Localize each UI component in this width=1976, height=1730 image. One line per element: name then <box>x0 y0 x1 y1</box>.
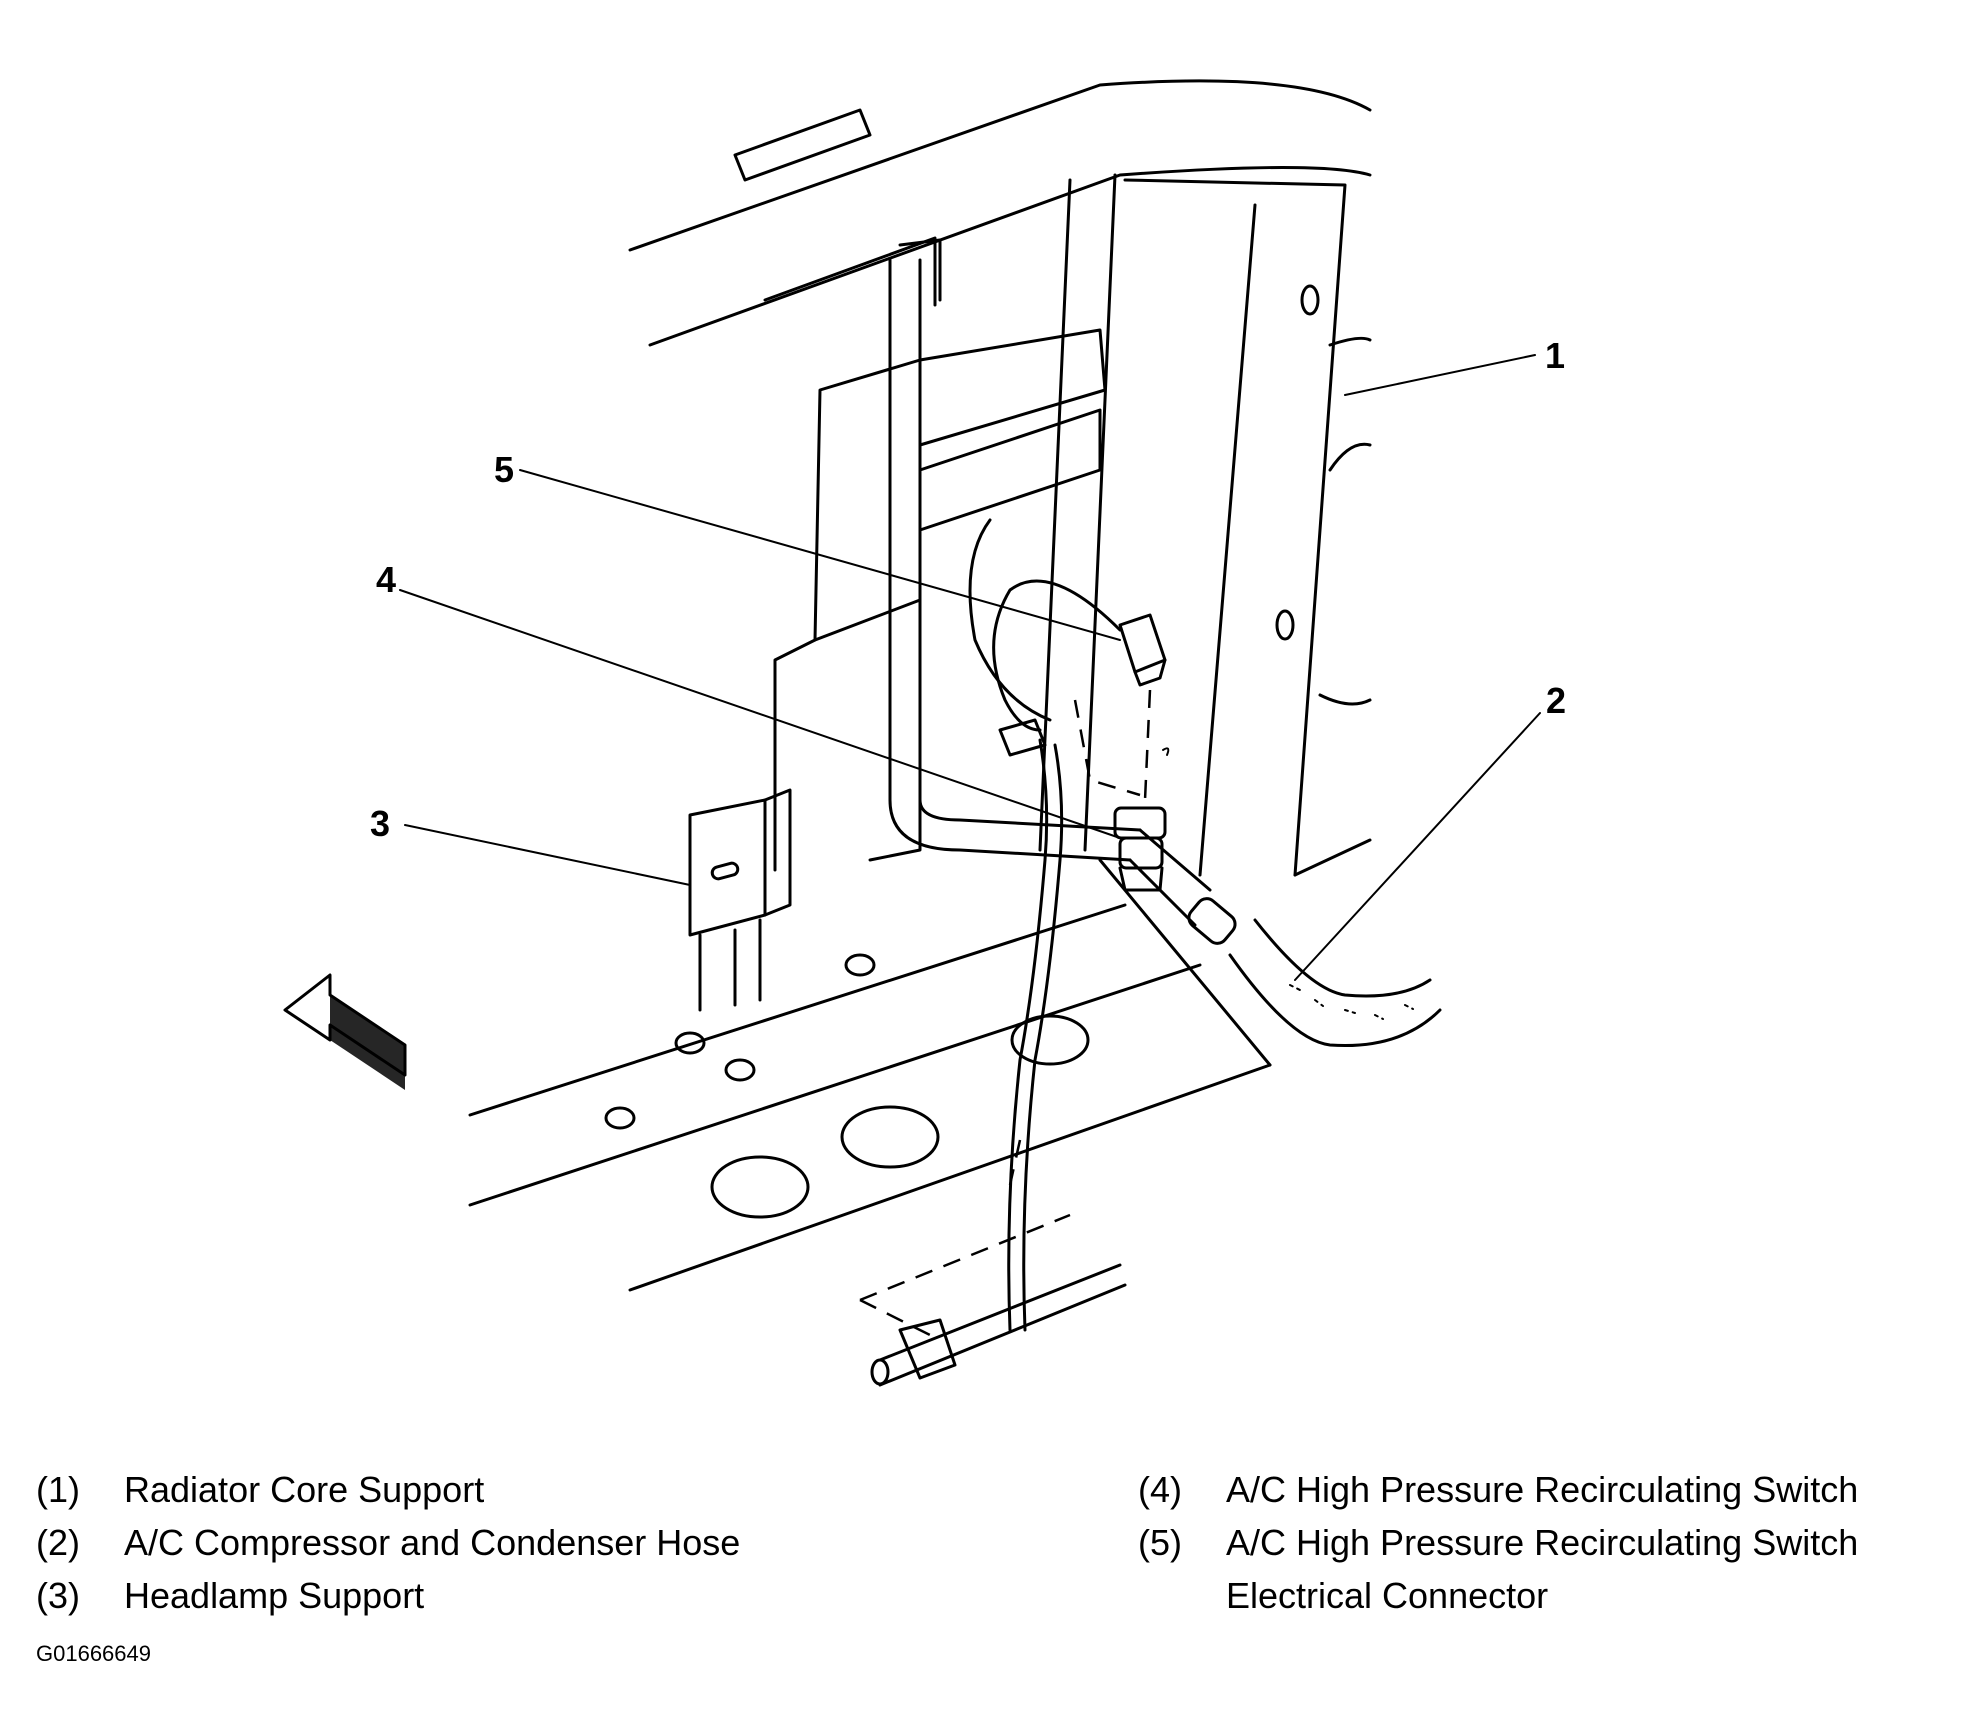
upper-panel <box>628 79 1372 347</box>
legend-item-5-continued: Electrical Connector <box>1138 1569 1858 1622</box>
legend-num: (1) <box>36 1469 80 1510</box>
legend-item-4: (4) A/C High Pressure Recirculating Swit… <box>1138 1463 1858 1516</box>
legend-text: Radiator Core Support <box>124 1469 485 1510</box>
legend-num: (4) <box>1138 1469 1182 1510</box>
legend-item-2: (2) A/C Compressor and Condenser Hose <box>36 1516 740 1569</box>
legend-item-5: (5) A/C High Pressure Recirculating Swit… <box>1138 1516 1858 1569</box>
legend-text: Electrical Connector <box>1226 1575 1549 1616</box>
radiator-core-support <box>1123 178 1372 877</box>
harness-clip <box>859 1213 1127 1387</box>
legend-item-1: (1) Radiator Core Support <box>36 1463 740 1516</box>
callout-5: 5 <box>494 449 514 490</box>
callout-3: 3 <box>370 803 390 844</box>
callout-2: 2 <box>1546 680 1566 721</box>
forward-arrow-icon <box>283 973 407 1090</box>
ac-compressor-condenser-hose <box>888 258 1442 1048</box>
legend-num: (2) <box>36 1522 80 1563</box>
callout-4: 4 <box>376 559 396 600</box>
legend-text: A/C High Pressure Recirculating Switch <box>1226 1522 1859 1563</box>
headlamp-support <box>688 788 792 1012</box>
legend-num: (5) <box>1138 1522 1182 1563</box>
legend-text: A/C Compressor and Condenser Hose <box>124 1522 741 1563</box>
lower-tie-bar <box>468 858 1272 1292</box>
callout-1: 1 <box>1545 335 1565 376</box>
fan-shroud <box>773 173 1117 872</box>
electrical-connector <box>992 579 1170 1332</box>
legend-right-column: (4) A/C High Pressure Recirculating Swit… <box>1138 1463 1858 1622</box>
figure-id: G01666649 <box>36 1641 151 1666</box>
ac-high-pressure-switch <box>1113 806 1167 892</box>
legend-text: A/C High Pressure Recirculating Switch <box>1226 1469 1859 1510</box>
legend-item-3: (3) Headlamp Support <box>36 1569 740 1622</box>
legend-text: Headlamp Support <box>124 1575 425 1616</box>
callout-leaders <box>399 354 1541 981</box>
legend-num: (3) <box>36 1575 80 1616</box>
component-locator-diagram: 1 2 3 4 5 <box>283 79 1566 1387</box>
legend-left-column: (1) Radiator Core Support (2) A/C Compre… <box>36 1463 740 1622</box>
